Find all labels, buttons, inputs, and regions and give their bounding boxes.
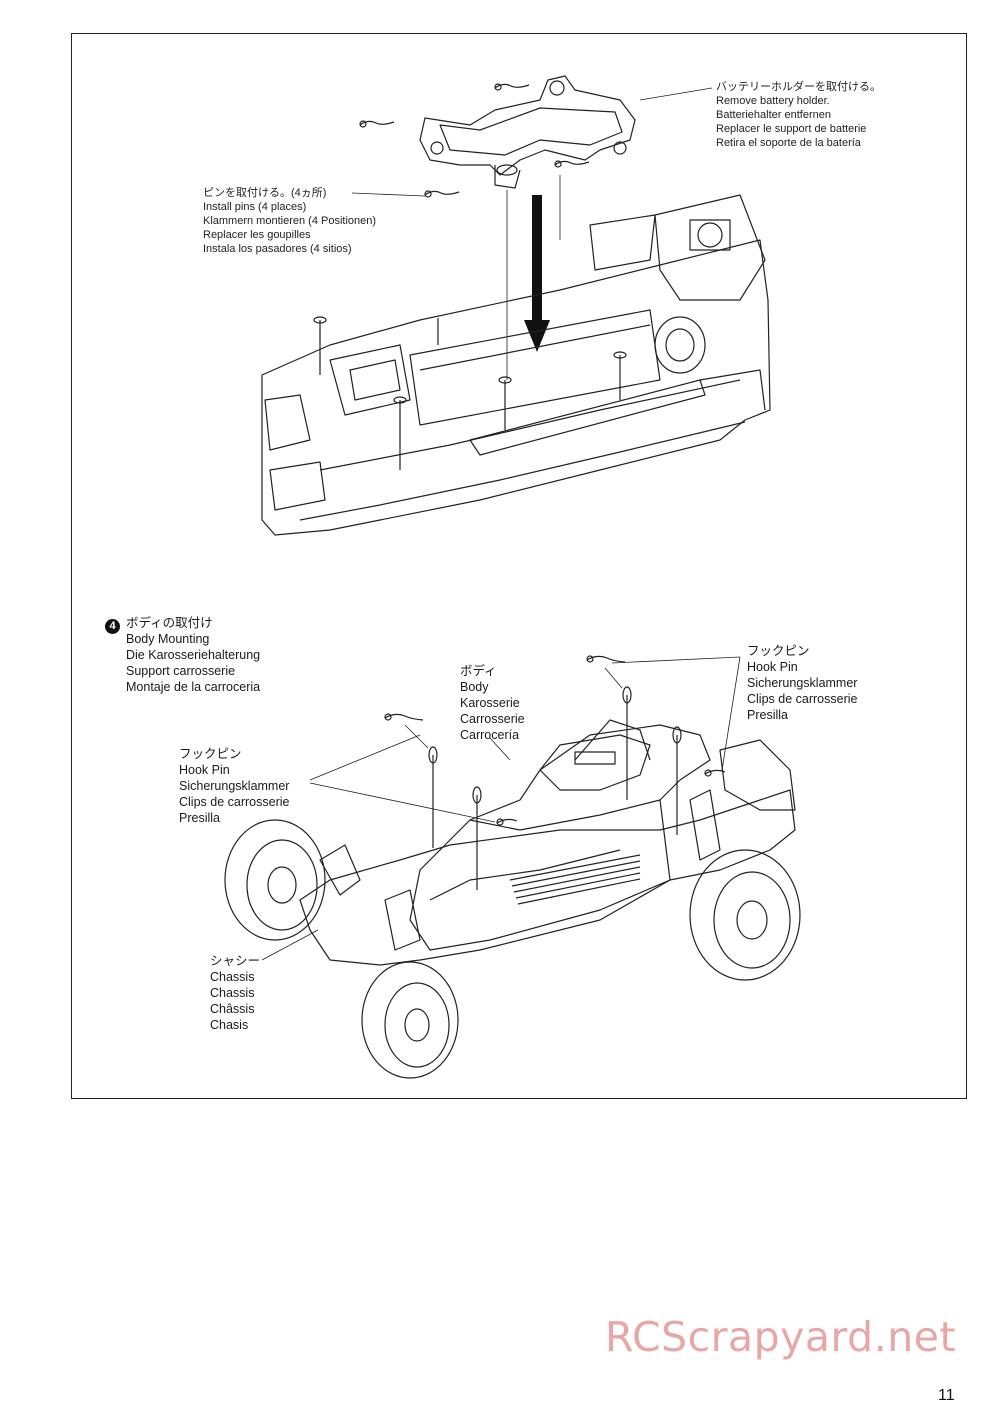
pins-line-ja: ピンを取付ける。(4ヵ所): [203, 187, 327, 199]
battery-holder-line-en: Remove battery holder.: [716, 95, 830, 107]
body-line-de: Karosserie: [460, 696, 520, 710]
hook-pin-right-line-fr: Clips de carrosserie: [747, 692, 858, 706]
body-line-fr: Carrosserie: [460, 712, 525, 726]
step4-line-fr: Support carrosserie: [126, 664, 236, 678]
hook-pin-right-line-de: Sicherungsklammer: [747, 676, 858, 690]
watermark: RCScrapyard.net: [605, 1313, 957, 1361]
step4-line-de: Die Karosseriehalterung: [126, 648, 261, 662]
chassis-line-fr: Châssis: [210, 1002, 255, 1016]
battery-holder-line-fr: Replacer le support de batterie: [716, 123, 867, 135]
hook-pin-right-line-en: Hook Pin: [747, 660, 798, 674]
pins-line-en: Install pins (4 places): [203, 201, 307, 213]
chassis-line-de: Chassis: [210, 986, 255, 1000]
chassis-line-ja: シャシー: [210, 954, 261, 968]
step-number-badge: 4: [105, 619, 120, 634]
page-number: 11: [938, 1387, 955, 1404]
body-line-es: Carrocería: [460, 728, 520, 742]
chassis-top-drawing: [261, 194, 771, 536]
step4-line-en: Body Mounting: [126, 632, 210, 646]
battery-holder-line-es: Retira el soporte de la batería: [716, 137, 861, 149]
step4-line-ja: ボディの取付け: [126, 616, 213, 630]
hook-pin-left-label: フックピン Hook Pin Sicherungsklammer Clips d…: [179, 746, 289, 826]
hook-pin-right-line-ja: フックピン: [747, 644, 810, 658]
pins-line-de: Klammern montieren (4 Positionen): [203, 215, 377, 227]
install-pins-label: ピンを取付ける。(4ヵ所) Install pins (4 places) Kl…: [203, 186, 376, 256]
pins-line-es: Instala los pasadores (4 sitios): [203, 243, 352, 255]
step-4-heading: 4 ボディの取付け Body Mounting Die Karosserieha…: [105, 615, 260, 694]
hook-pin-left-line-ja: フックピン: [179, 747, 242, 761]
body-line-en: Body: [460, 680, 489, 694]
step4-line-es: Montaje de la carroceria: [126, 680, 261, 694]
figure-frame: [71, 33, 967, 1099]
down-arrow: [524, 195, 550, 352]
pin-drawings: [359, 83, 590, 198]
chassis-line-en: Chassis: [210, 970, 255, 984]
buggy-drawing: [224, 655, 801, 1079]
chassis-line-es: Chasis: [210, 1018, 249, 1032]
pins-line-fr: Replacer les goupilles: [203, 229, 311, 241]
body-line-ja: ボディ: [460, 664, 497, 678]
hook-pin-left-line-es: Presilla: [179, 811, 220, 825]
chassis-label: シャシー Chassis Chassis Châssis Chasis: [210, 953, 260, 1033]
body-label: ボディ Body Karosserie Carrosserie Carrocer…: [460, 663, 525, 743]
battery-holder-label: バッテリーホルダーを取付ける。 Remove battery holder. B…: [716, 80, 881, 150]
hook-pin-left-line-en: Hook Pin: [179, 763, 230, 777]
hook-pin-right-label: フックピン Hook Pin Sicherungsklammer Clips d…: [747, 643, 857, 723]
hook-pin-right-line-es: Presilla: [747, 708, 788, 722]
battery-holder-drawing: [419, 75, 636, 189]
battery-holder-line-de: Batteriehalter entfernen: [716, 109, 831, 121]
battery-holder-line-ja: バッテリーホルダーを取付ける。: [716, 81, 881, 93]
hook-pin-left-line-fr: Clips de carrosserie: [179, 795, 290, 809]
hook-pin-left-line-de: Sicherungsklammer: [179, 779, 290, 793]
